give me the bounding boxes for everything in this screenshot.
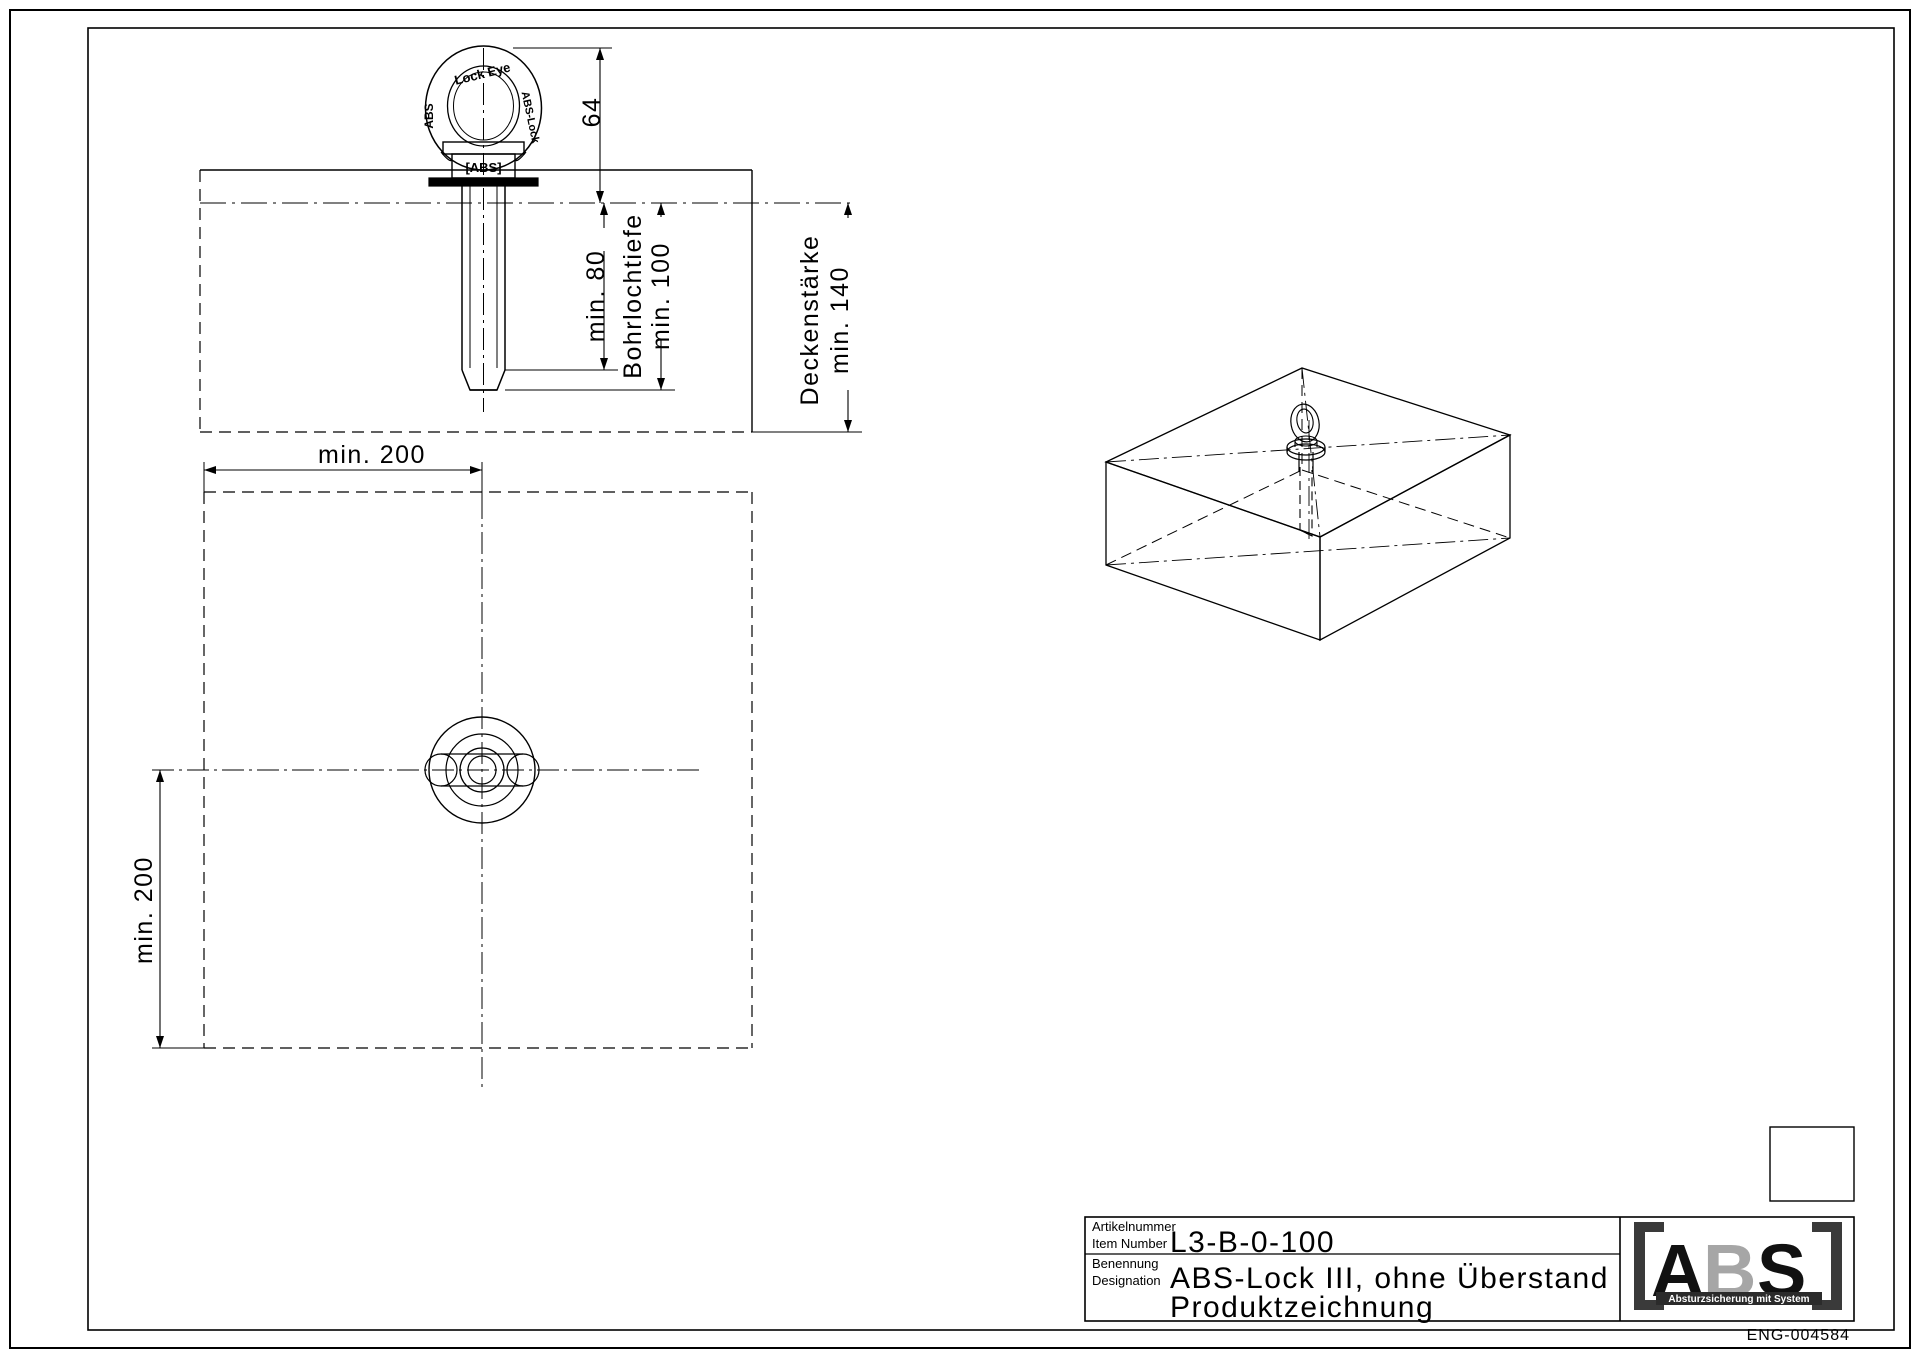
document-id: ENG-004584 (1747, 1327, 1850, 1344)
item-number-label-de: Artikelnummer (1092, 1219, 1176, 1234)
iso-slab-hidden-edges (1105, 368, 1511, 566)
plan-top-view: min. 200 min. 200 (130, 441, 753, 1092)
designation-label-en: Designation (1092, 1273, 1161, 1288)
title-block: Artikelnummer Item Number L3-B-0-100 Ben… (1084, 1216, 1855, 1344)
revision-box (1769, 1126, 1855, 1202)
iso-slab-left-face (1105, 461, 1321, 641)
dimension-deckenstaerke-label-1: Deckenstärke (796, 235, 824, 406)
shaft-stamp-text: [ABS] (465, 160, 501, 175)
designation-line-2: Produktzeichnung (1170, 1291, 1434, 1324)
iso-slab-right-face (1319, 433, 1511, 642)
anchor-plan-symbol (424, 716, 540, 824)
abs-logo-tagline: Absturzsicherung mit System (1668, 1294, 1809, 1305)
dimension-min-200-vertical-label: min. 200 (130, 856, 158, 964)
anchor-flange: [ABS] (428, 141, 539, 187)
dimension-min-80-label: min. 80 (582, 250, 610, 342)
dimension-64: 64 (513, 47, 612, 203)
dimension-min-200-vertical: min. 200 (130, 770, 212, 1049)
designation-label-de: Benennung (1092, 1256, 1159, 1271)
item-number-value: L3-B-0-100 (1170, 1226, 1335, 1259)
isometric-3d-view (1104, 367, 1512, 642)
designation-line-1: ABS-Lock III, ohne Überstand (1170, 1262, 1609, 1295)
iso-slab-top-face (1104, 367, 1512, 538)
item-number-label-en: Item Number (1092, 1236, 1168, 1251)
section-elevation-view: [ABS] Lock Eye ABS ABS-Lock (199, 45, 862, 433)
ring-top-text: Lock Eye (453, 59, 512, 87)
iso-anchor-assembly (1286, 403, 1326, 537)
ring-left-text: ABS (422, 103, 436, 128)
dimension-bohrlochtiefe-label-1: Bohrlochtiefe (619, 213, 647, 378)
dimension-min-80: min. 80 (505, 203, 618, 371)
plan-centerlines (152, 462, 700, 1092)
dimension-deckenstaerke-label-2: min. 140 (826, 266, 854, 374)
anchor-shaft-section (461, 48, 506, 412)
dimension-bohrlochtiefe: Bohrlochtiefe min. 100 (505, 203, 675, 391)
slab-section-outline (199, 169, 855, 433)
iso-centerlines (1105, 367, 1511, 566)
dimension-64-label: 64 (578, 97, 606, 128)
abs-logo: A B S Absturzsicherung mit System (1634, 1222, 1842, 1312)
sheet-frame (9, 9, 1911, 1349)
dimension-min-200-horizontal: min. 200 (203, 441, 483, 500)
dimension-bohrlochtiefe-label-2: min. 100 (647, 242, 675, 350)
dimension-min-200-horizontal-label: min. 200 (318, 441, 426, 469)
dimension-deckenstaerke: Deckenstärke min. 140 (752, 203, 862, 433)
ring-right-text: ABS-Lock (519, 90, 542, 145)
